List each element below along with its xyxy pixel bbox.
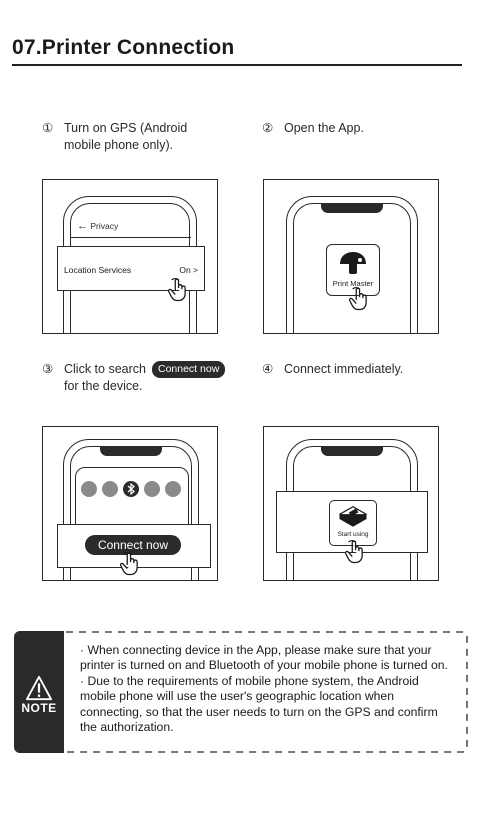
step-text: Open the App. xyxy=(284,121,364,135)
note-box: NOTE · When connecting device in the App… xyxy=(14,631,468,753)
step-text: Connect immediately. xyxy=(284,362,404,376)
app-icon: Print Master xyxy=(326,244,380,296)
note-paragraph: · Due to the requirements of mobile phon… xyxy=(80,673,438,735)
panel-search-device: Connect now xyxy=(42,426,218,581)
phone-notch xyxy=(100,446,162,456)
note-dashed-border xyxy=(66,631,468,753)
connect-now-button[interactable]: Connect now xyxy=(85,535,181,555)
privacy-header: ← Privacy xyxy=(77,220,118,232)
section-title: 07.Printer Connection xyxy=(12,36,235,59)
note-label: NOTE xyxy=(21,701,57,715)
app-name: Print Master xyxy=(332,279,374,288)
step-text-b: for the device. xyxy=(64,379,143,393)
step-1: ① Turn on GPS (Android mobile phone only… xyxy=(42,120,242,156)
mushroom-logo-icon xyxy=(340,252,366,274)
warning-triangle-icon xyxy=(26,675,52,701)
device-dot xyxy=(102,481,118,497)
location-services-label: Location Services xyxy=(64,265,132,275)
step-number: ① xyxy=(42,121,54,135)
device-dot xyxy=(165,481,181,497)
step-number: ② xyxy=(262,121,274,135)
note-sidebar: NOTE xyxy=(14,631,64,753)
panel-open-app: Print Master xyxy=(263,179,439,334)
device-dot xyxy=(144,481,160,497)
step-text: Click to search Connect now for the devic… xyxy=(64,361,226,395)
device-dots xyxy=(81,481,185,499)
printer-icon xyxy=(338,506,368,527)
step-text-a: Click to search xyxy=(64,362,146,376)
step-text: Turn on GPS (Android mobile phone only). xyxy=(64,121,188,152)
bluetooth-icon xyxy=(123,481,139,497)
panel-connect-printer: Start using xyxy=(263,426,439,581)
phone-notch xyxy=(321,203,383,213)
step-3: ③ Click to search Connect now for the dev… xyxy=(42,361,252,397)
tap-hand-icon xyxy=(120,552,138,576)
note-text: · When connecting device in the App, ple… xyxy=(80,643,452,735)
step-number: ④ xyxy=(262,362,274,376)
start-using-label: Start using xyxy=(337,531,369,538)
printer-card: Start using xyxy=(329,500,377,546)
phone-notch xyxy=(321,446,383,456)
note-paragraph: · When connecting device in the App, ple… xyxy=(80,643,448,673)
back-arrow-icon: ← xyxy=(77,220,88,232)
connect-now-pill: Connect now xyxy=(151,361,226,378)
location-services-row: Location Services On > xyxy=(57,246,205,291)
tap-hand-icon xyxy=(345,540,363,564)
step-number: ③ xyxy=(42,362,54,376)
privacy-label: Privacy xyxy=(90,221,119,231)
location-services-value: On > xyxy=(179,265,198,275)
tap-hand-icon xyxy=(349,287,367,311)
panel-gps-settings: ← Privacy Location Services On > xyxy=(42,179,218,334)
header-divider xyxy=(71,237,191,238)
device-dot xyxy=(81,481,97,497)
tap-hand-icon xyxy=(168,278,186,302)
title-underline xyxy=(12,64,462,66)
